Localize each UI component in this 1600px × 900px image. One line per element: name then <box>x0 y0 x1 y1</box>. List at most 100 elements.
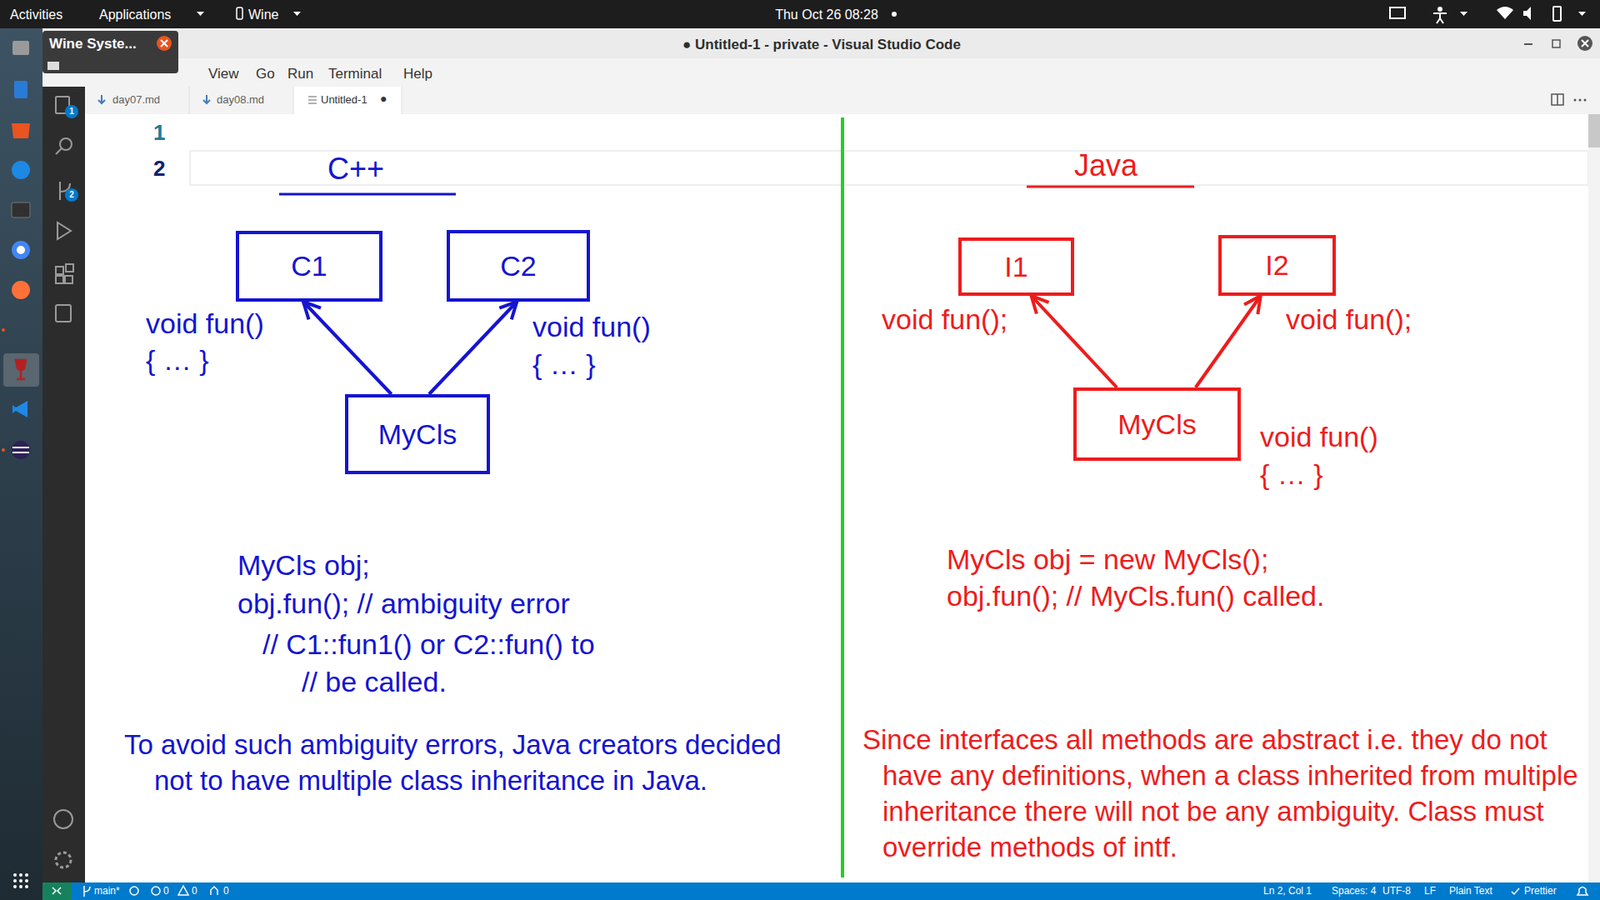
label-text: { … } <box>1260 458 1324 490</box>
status-item: Ln 2, Col 1 <box>1263 885 1312 898</box>
tab-title: day08.md <box>216 93 265 107</box>
status-item: 0 <box>191 885 198 898</box>
unsaved-dot: ● <box>380 91 387 107</box>
inheritance-arrow <box>303 301 392 395</box>
title-bar <box>42 28 1600 59</box>
method-note: void fun() <box>1260 418 1379 455</box>
eclipse-icon <box>12 447 30 453</box>
extensions-icon <box>55 264 74 284</box>
label-text: void fun() <box>532 310 651 343</box>
maximize-button <box>1552 40 1560 48</box>
explanation-note: Since interfaces all methods are abstrac… <box>862 722 1581 866</box>
status-item: main* <box>94 885 120 898</box>
activity-bar <box>42 86 85 883</box>
label-text: { … } <box>532 348 596 380</box>
method-note: { … } <box>1260 455 1324 493</box>
method-note: { … } <box>145 341 210 379</box>
label-text: obj.fun(); // ambiguity error <box>237 587 570 620</box>
clock: Thu Oct 26 08:28 <box>775 6 879 24</box>
label-text: View <box>208 65 240 82</box>
label-text: Since interfaces all methods are abstrac… <box>862 724 1579 863</box>
menu-item: Terminal <box>328 65 382 83</box>
inheritance-arrow <box>1031 295 1118 388</box>
code-line: // C1::fun1() or C2::fun() to <box>262 625 595 663</box>
node-text: C1 <box>290 249 327 284</box>
label-text: Prettier <box>1524 885 1557 897</box>
popup-title: Wine Syste... <box>49 35 137 53</box>
firefox-icon <box>11 280 30 300</box>
tab-title: day07.md <box>112 93 160 107</box>
popup-close <box>160 40 168 47</box>
class-box: MyCls <box>1073 387 1241 461</box>
label-text: // be called. <box>301 665 447 698</box>
badge <box>65 105 79 119</box>
node-text: I2 <box>1265 248 1289 283</box>
method-note: void fun(); <box>1285 300 1412 338</box>
label-text: 1 <box>153 120 165 145</box>
notification-dot <box>891 11 897 17</box>
label-text: LF <box>1424 885 1436 897</box>
node-text: MyCls <box>1117 407 1196 442</box>
top-bar-item: Wine <box>248 6 279 24</box>
remote-explorer-icon <box>55 305 71 322</box>
code-line: MyCls obj = new MyCls(); <box>946 540 1269 578</box>
menu-item: Run <box>287 65 314 83</box>
more-actions-icon <box>1574 99 1587 102</box>
class-box: C2 <box>446 230 590 302</box>
label-text: MyCls obj; <box>237 549 370 581</box>
window-title: ● Untitled-1 - private - Visual Studio C… <box>682 35 961 54</box>
vscode-icon <box>12 400 28 418</box>
wine-glass-icon <box>15 360 26 380</box>
dropdown-caret <box>1460 11 1468 16</box>
tab-bar <box>85 86 1600 115</box>
label-text: Untitled-1 <box>320 93 368 106</box>
label-text: Java <box>1074 148 1138 183</box>
chromium-icon <box>16 245 25 255</box>
active-tab <box>293 86 402 115</box>
label-text: ● Untitled-1 - private - Visual Studio C… <box>682 36 961 53</box>
popup-icon <box>47 61 60 70</box>
code-line: obj.fun(); // MyCls.fun() called. <box>946 577 1325 615</box>
volume-icon <box>1523 6 1531 20</box>
label-text: To avoid such ambiguity errors, Java cre… <box>124 729 782 796</box>
text-file-icon <box>308 96 317 104</box>
dock <box>0 28 43 900</box>
check-icon <box>1511 888 1520 895</box>
bell-icon <box>1577 887 1588 896</box>
label-text: C++ <box>327 151 385 186</box>
label-text: Spaces: 4 <box>1331 885 1376 897</box>
label-text: Terminal <box>328 65 382 82</box>
files-icon <box>12 40 30 55</box>
running-dot <box>1 328 5 332</box>
label-text: Wine Syste... <box>49 35 137 52</box>
split-editor-icon <box>1556 94 1559 105</box>
label-text: { … } <box>145 344 210 376</box>
tab-separator <box>189 86 402 115</box>
scrollbar-thumb <box>1588 114 1600 148</box>
current-line-highlight <box>190 150 1589 185</box>
label-text: day07.md <box>112 93 160 106</box>
label-text: void fun() <box>1260 420 1379 453</box>
divider-line <box>840 117 845 878</box>
error-icon <box>151 886 160 895</box>
branch-icon <box>84 885 90 897</box>
tab-title: Untitled-1 <box>320 93 368 107</box>
code-line: MyCls obj; <box>237 546 370 584</box>
menu-bar <box>42 58 1600 87</box>
label-text: 0 <box>163 885 170 897</box>
eclipse-icon <box>11 440 30 460</box>
terminal-icon <box>11 202 30 218</box>
dropdown-caret <box>196 11 205 16</box>
label-text: void fun(); <box>1285 303 1412 335</box>
code-line: obj.fun(); // ambiguity error <box>237 585 570 622</box>
chromium-icon <box>11 240 30 260</box>
minimize-button <box>1524 43 1533 45</box>
interface-box: I2 <box>1218 235 1336 296</box>
popup-window <box>42 30 179 74</box>
editor <box>85 114 1589 883</box>
split-editor-icon <box>1551 94 1564 105</box>
sync-icon <box>130 886 139 895</box>
help-icon <box>11 160 30 180</box>
status-bar <box>42 882 1600 900</box>
status-item: Plain Text <box>1449 885 1493 898</box>
